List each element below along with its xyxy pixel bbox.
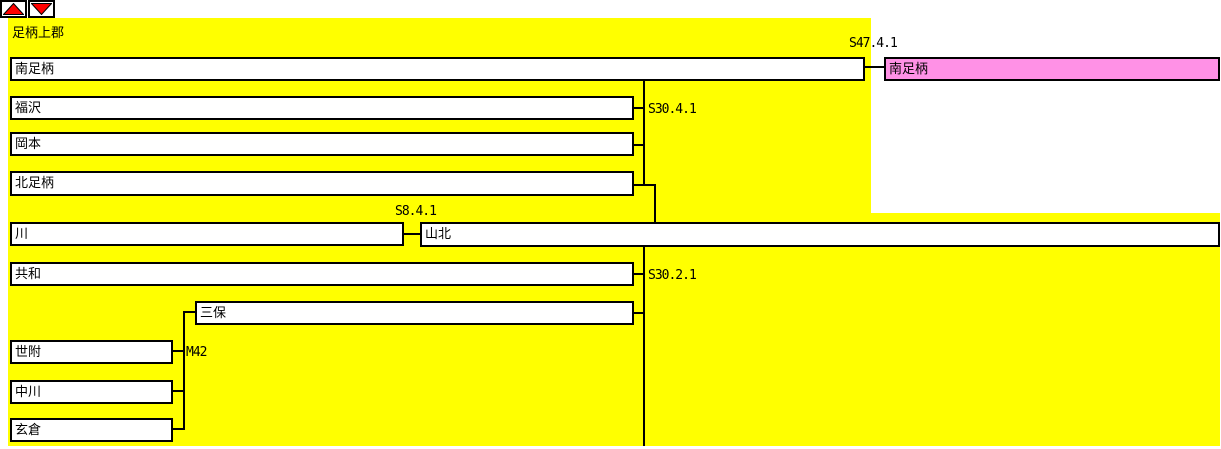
node-fukuzawa[interactable]: 福沢 <box>10 96 634 120</box>
date-label-m42: M42 <box>186 345 208 360</box>
date-label-s30-4-1: S30.4.1 <box>648 102 697 117</box>
node-fukuzawa-label: 福沢 <box>15 100 42 116</box>
scroll-up-button[interactable] <box>0 0 27 18</box>
node-minamiashigara-city-highlight[interactable]: 南足柄 <box>884 57 1220 81</box>
node-kyowa[interactable]: 共和 <box>10 262 634 286</box>
yellow-region-bottom <box>8 213 1220 446</box>
node-miho[interactable]: 三保 <box>195 301 634 325</box>
up-triangle-icon <box>3 3 24 15</box>
node-kitaashigara-label: 北足柄 <box>15 176 55 191</box>
connector-yozuku-stub <box>173 350 184 352</box>
node-yamakita[interactable]: 山北 <box>420 222 1220 247</box>
connector-kurokura-stub <box>173 428 184 430</box>
connector-m42-trunk <box>183 311 185 430</box>
node-nakagawa-label: 中川 <box>15 384 42 400</box>
node-minamiashigara-town-label: 南足柄 <box>15 61 55 77</box>
node-miho-label: 三保 <box>200 305 227 321</box>
date-label-s8-4-1: S8.4.1 <box>395 204 437 219</box>
connector-to-yamakita-top <box>654 184 656 222</box>
node-yozuku[interactable]: 世附 <box>10 340 173 364</box>
node-kawa[interactable]: 川 <box>10 222 404 246</box>
district-label: 足柄上郡 <box>12 26 65 41</box>
down-triangle-icon <box>31 3 52 15</box>
connector-s30-4-trunk <box>643 81 645 186</box>
connector-nakagawa-stub <box>173 390 184 392</box>
node-kurokura-label: 玄倉 <box>15 422 42 438</box>
node-okamoto[interactable]: 岡本 <box>10 132 634 156</box>
node-minamiashigara-city-label: 南足柄 <box>889 61 929 77</box>
connector-kawa-to-yamakita <box>404 233 420 235</box>
connector-town-to-city <box>865 66 884 68</box>
node-kyowa-label: 共和 <box>15 266 42 282</box>
node-okamoto-label: 岡本 <box>15 136 42 152</box>
date-label-s47-4-1: S47.4.1 <box>849 36 898 51</box>
node-yamakita-label: 山北 <box>425 227 452 242</box>
connector-kyowa-stub <box>634 273 643 275</box>
node-nakagawa[interactable]: 中川 <box>10 380 173 404</box>
connector-fukuzawa-stub <box>634 107 643 109</box>
connector-kitaashigara-stub <box>634 184 656 186</box>
node-minamiashigara-town[interactable]: 南足柄 <box>10 57 865 81</box>
scroll-down-button[interactable] <box>28 0 55 18</box>
connector-okamoto-stub <box>634 144 643 146</box>
node-yozuku-label: 世附 <box>15 344 42 360</box>
node-kawa-label: 川 <box>15 226 29 242</box>
connector-miho-right-stub <box>634 312 643 314</box>
date-label-s30-2-1: S30.2.1 <box>648 268 697 283</box>
node-kurokura[interactable]: 玄倉 <box>10 418 173 442</box>
connector-s30-2-trunk <box>643 246 645 446</box>
node-kitaashigara[interactable]: 北足柄 <box>10 171 634 196</box>
connector-miho-left-stub <box>183 311 195 313</box>
